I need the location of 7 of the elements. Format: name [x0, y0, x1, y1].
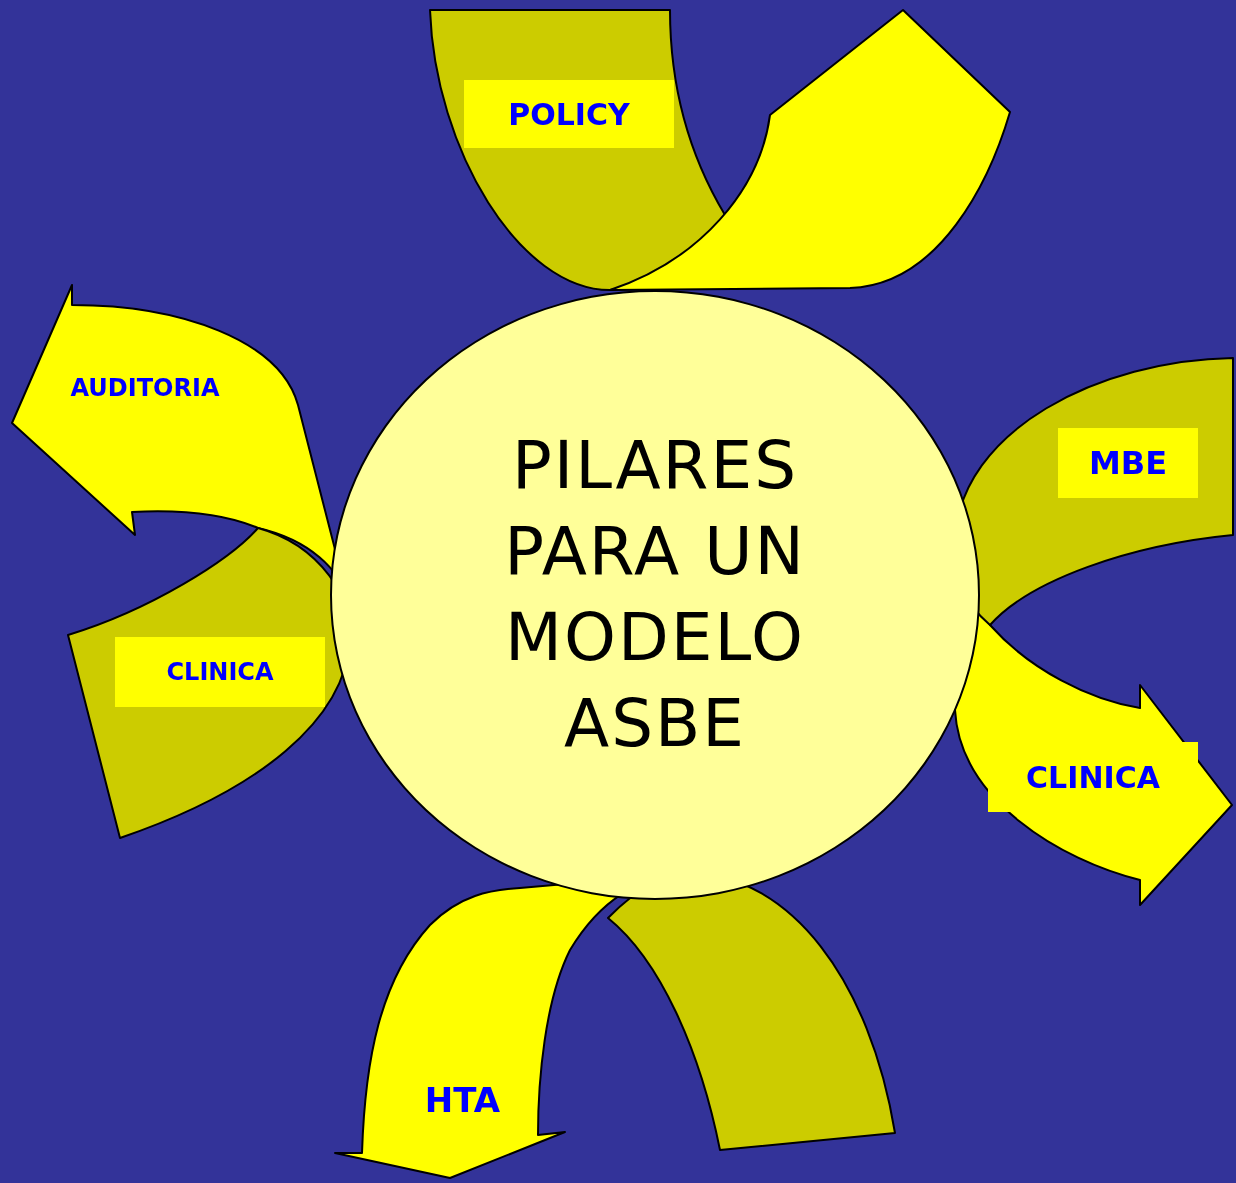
label-tag: CLINICA: [988, 742, 1198, 812]
label-tag: CLINICA: [115, 637, 325, 707]
label-tag: POLICY: [464, 80, 674, 148]
center-title: PILARES PARA UN MODELO ASBE: [503, 426, 807, 764]
arrow-label: AUDITORIA: [69, 373, 221, 404]
label-tag: MBE: [1058, 428, 1198, 498]
arrow-label: HTA: [423, 1079, 502, 1122]
